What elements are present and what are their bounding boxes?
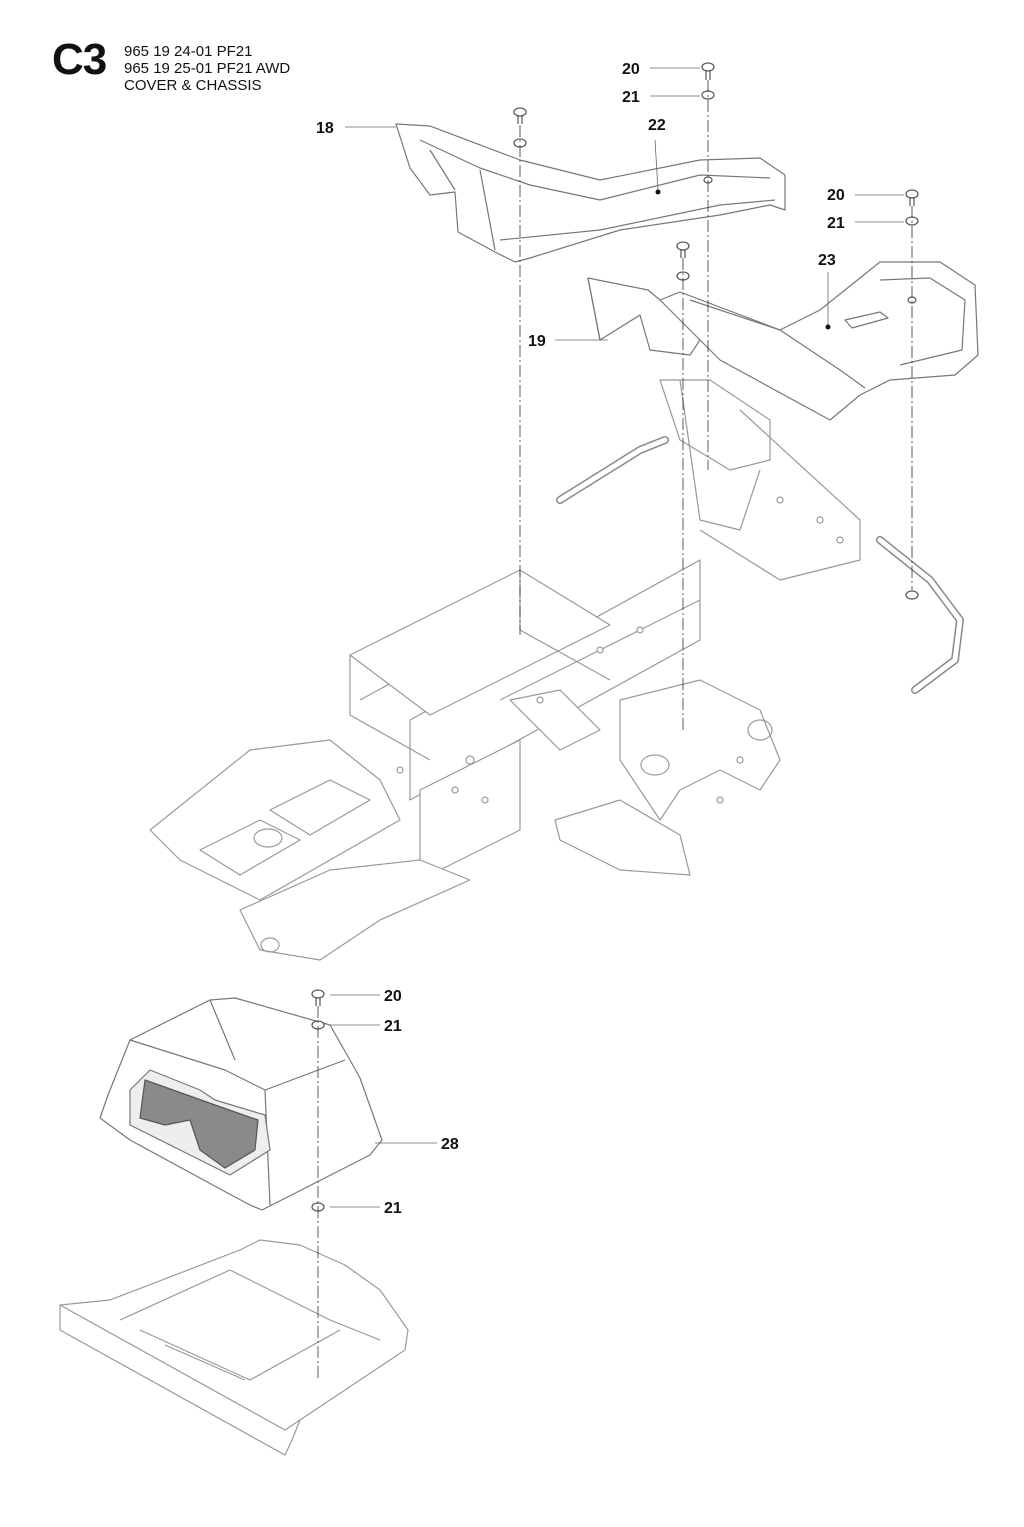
fasteners (311, 62, 919, 1212)
model-line-2: 965 19 25-01 PF21 AWD (124, 60, 291, 77)
callout-23: 23 (818, 252, 836, 269)
callout-21-right: 21 (827, 215, 845, 232)
engine-hood-part-28 (99, 997, 383, 1211)
leader-lines (330, 67, 904, 1208)
callout-28: 28 (441, 1136, 459, 1153)
callout-20-hood: 20 (384, 988, 402, 1005)
callout-20-top: 20 (622, 61, 640, 78)
hood-base-tray (59, 1239, 409, 1456)
callout-21-lower: 21 (384, 1200, 402, 1217)
seat-cover-part-19-23 (587, 261, 979, 421)
model-line-1: 965 19 24-01 PF21 (124, 43, 253, 60)
assembly-lines (317, 80, 913, 1380)
screw-upper-left (513, 107, 527, 124)
callout-20-right: 20 (827, 187, 845, 204)
callout-21-hood: 21 (384, 1018, 402, 1035)
callout-21-top: 21 (622, 89, 640, 106)
callout-19: 19 (528, 333, 546, 350)
callout-18: 18 (316, 120, 334, 137)
screw-20a (701, 62, 715, 80)
upper-cover-part-18 (395, 123, 786, 263)
section-title: COVER & CHASSIS (124, 77, 262, 94)
chassis-frame (149, 379, 964, 961)
callout-22: 22 (648, 117, 666, 134)
screw-seat (676, 241, 690, 258)
section-code: C3 (52, 35, 107, 84)
screw-20c (311, 989, 325, 1006)
screw-20b (905, 189, 919, 206)
